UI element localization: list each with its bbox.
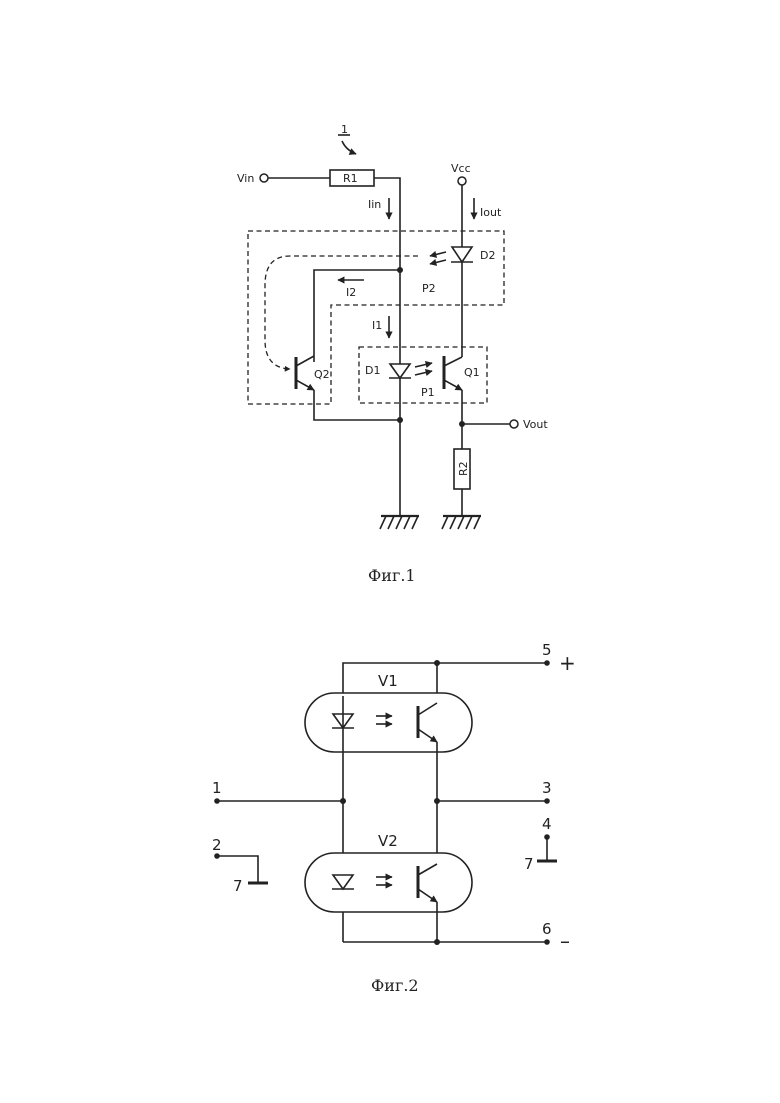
svg-text:Vcc: Vcc — [451, 162, 471, 175]
pin-4: 4 7 — [524, 815, 557, 873]
resistor-r1: R1 — [330, 170, 374, 186]
figure-2: 5 + V1 1 3 — [212, 641, 576, 995]
pin-5: 5 + — [542, 641, 576, 675]
svg-text:6: 6 — [542, 920, 552, 938]
plus-sign: + — [559, 651, 576, 675]
ground-right-symbol — [442, 516, 481, 529]
svg-text:D1: D1 — [365, 364, 380, 377]
ground-left-symbol — [380, 516, 419, 529]
svg-text:1: 1 — [212, 779, 222, 797]
wire-r1-to-d1 — [374, 178, 400, 420]
current-arrow-i2: I2 — [338, 280, 364, 299]
optocoupler-v1: V1 — [305, 672, 472, 752]
wire-top-rail — [343, 663, 546, 696]
svg-text:R2: R2 — [457, 461, 470, 476]
svg-text:I2: I2 — [346, 286, 356, 299]
svg-text:V1: V1 — [378, 672, 398, 690]
wire-node-to-q2-collector — [314, 270, 400, 362]
phototransistor-q1: Q1 — [444, 356, 480, 390]
svg-text:5: 5 — [542, 641, 552, 659]
led-d1: D1 — [365, 364, 411, 378]
svg-text:Iin: Iin — [368, 198, 381, 211]
current-arrow-iout: Iout — [474, 198, 502, 219]
svg-text:1: 1 — [341, 123, 348, 136]
pin-6: 6 – — [542, 920, 570, 953]
vin-terminal: Vin — [237, 172, 268, 185]
minus-sign: – — [560, 929, 570, 953]
phototransistor-q2: Q2 — [296, 356, 330, 390]
svg-text:7: 7 — [524, 855, 534, 873]
svg-text:D2: D2 — [480, 249, 495, 262]
figure-1-caption: Фиг.1 — [368, 566, 416, 585]
light-emission-arrows-d2 — [430, 252, 446, 264]
reference-numeral-1: 1 — [338, 123, 356, 154]
optical-path-d2-q2 — [265, 256, 418, 369]
wire-q2-emitter-to-node — [314, 390, 400, 420]
svg-text:4: 4 — [542, 815, 552, 833]
current-arrow-iin: Iin — [368, 198, 389, 219]
figure-2-caption: Фиг.2 — [371, 976, 419, 995]
svg-text:Q2: Q2 — [314, 368, 330, 381]
optocoupler-v2: V2 — [305, 832, 472, 912]
svg-text:7: 7 — [233, 877, 243, 895]
svg-text:2: 2 — [212, 836, 222, 854]
pin-1: 1 — [212, 779, 222, 804]
svg-text:Iout: Iout — [480, 206, 502, 219]
light-emission-arrows-d1 — [415, 363, 432, 375]
svg-text:Vin: Vin — [237, 172, 254, 185]
svg-text:Vout: Vout — [523, 418, 548, 431]
led-d2: D2 — [451, 247, 495, 262]
svg-text:R1: R1 — [343, 172, 358, 185]
svg-text:P1: P1 — [421, 386, 435, 399]
resistor-r2: R2 — [454, 449, 470, 489]
pin-2: 2 7 — [212, 836, 268, 895]
svg-text:3: 3 — [542, 779, 552, 797]
svg-text:I1: I1 — [372, 319, 382, 332]
figure-1: 1 Vin R1 Iin Vcc Iout — [237, 123, 548, 585]
current-arrow-i1: I1 — [372, 316, 389, 338]
svg-text:V2: V2 — [378, 832, 398, 850]
vout-terminal: Vout — [510, 418, 548, 431]
vcc-terminal: Vcc — [451, 162, 471, 185]
junction-bottom-right — [434, 939, 440, 945]
svg-text:P2: P2 — [422, 282, 436, 295]
junction-left-middle — [340, 798, 346, 804]
svg-text:Q1: Q1 — [464, 366, 480, 379]
pin-3: 3 — [542, 779, 552, 804]
